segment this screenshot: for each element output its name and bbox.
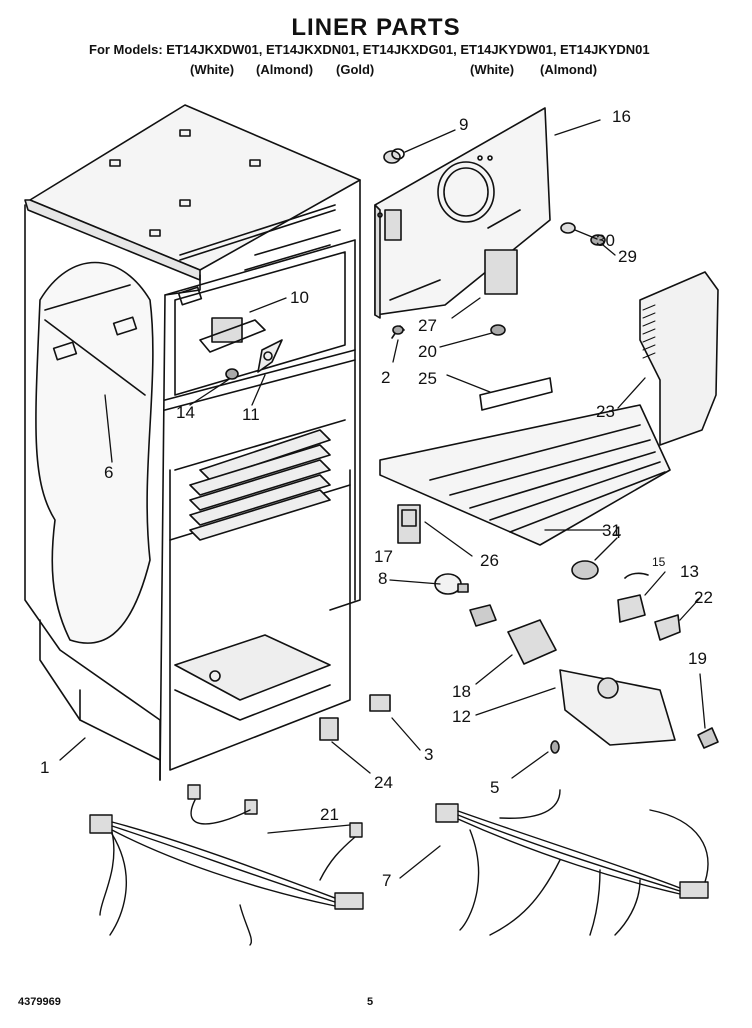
evaporator-fan-motor	[199, 317, 283, 373]
callout-25: 25	[418, 369, 437, 388]
wiring-harness-right	[435, 789, 709, 936]
callout-2: 2	[381, 368, 390, 387]
callout-1: 1	[40, 758, 49, 777]
freezer-floor-shelf	[379, 377, 671, 546]
callout-15: 15	[652, 555, 666, 569]
callout-14: 14	[176, 403, 195, 422]
page-title: LINER PARTS	[291, 14, 461, 41]
callout-18: 18	[452, 682, 471, 701]
thermostat-control-box	[397, 504, 421, 544]
callout-6: 6	[104, 463, 113, 482]
callout-22: 22	[694, 588, 713, 607]
callout-27: 27	[418, 316, 437, 335]
callout-4: 4	[612, 523, 621, 542]
callout-8: 8	[378, 569, 387, 588]
callout-17: 17	[374, 547, 393, 566]
callout-24: 24	[374, 773, 393, 792]
callout-10: 10	[290, 288, 309, 307]
callout-11: 11	[242, 405, 260, 424]
callout-5: 5	[490, 778, 499, 797]
small-connectors	[319, 694, 391, 741]
callout-21: 21	[320, 805, 339, 824]
callout-31: 31	[602, 521, 621, 540]
callout-30: 30	[596, 231, 615, 250]
models-line: For Models: ET14JKXDW01, ET14JKXDN01, ET…	[89, 42, 650, 57]
callout-3: 3	[424, 745, 433, 764]
callout-9: 9	[459, 115, 468, 134]
light-assembly	[434, 573, 557, 665]
color-label-almond-1: (Almond)	[256, 62, 314, 77]
footer-part-number: 4379969	[18, 996, 61, 1008]
callout-23: 23	[596, 402, 615, 421]
callout-26: 26	[480, 551, 499, 570]
callout-7: 7	[382, 871, 391, 890]
air-duct	[639, 271, 719, 446]
callout-19: 19	[688, 649, 707, 668]
color-label-almond-2: (Almond)	[540, 62, 598, 77]
callout-12: 12	[452, 707, 471, 726]
callout-13: 13	[680, 562, 699, 581]
footer-page-number: 5	[367, 996, 374, 1008]
control-housing	[559, 560, 719, 749]
callout-20: 20	[418, 342, 437, 361]
grommet-part	[383, 148, 405, 164]
evaporator-cover-panel	[374, 107, 551, 319]
leader-lines	[59, 119, 706, 879]
callout-29: 29	[618, 247, 637, 266]
wiring-harness-left	[89, 784, 364, 946]
callout-numbers: 1 2 3 4 5 6 7 8 9 10 11 12 13 14 15 16 1…	[40, 107, 713, 890]
color-label-gold: (Gold)	[336, 62, 375, 77]
color-label-white-1: (White)	[190, 62, 235, 77]
callout-16: 16	[612, 107, 631, 126]
color-label-white-2: (White)	[470, 62, 515, 77]
liner-cabinet	[24, 104, 361, 781]
